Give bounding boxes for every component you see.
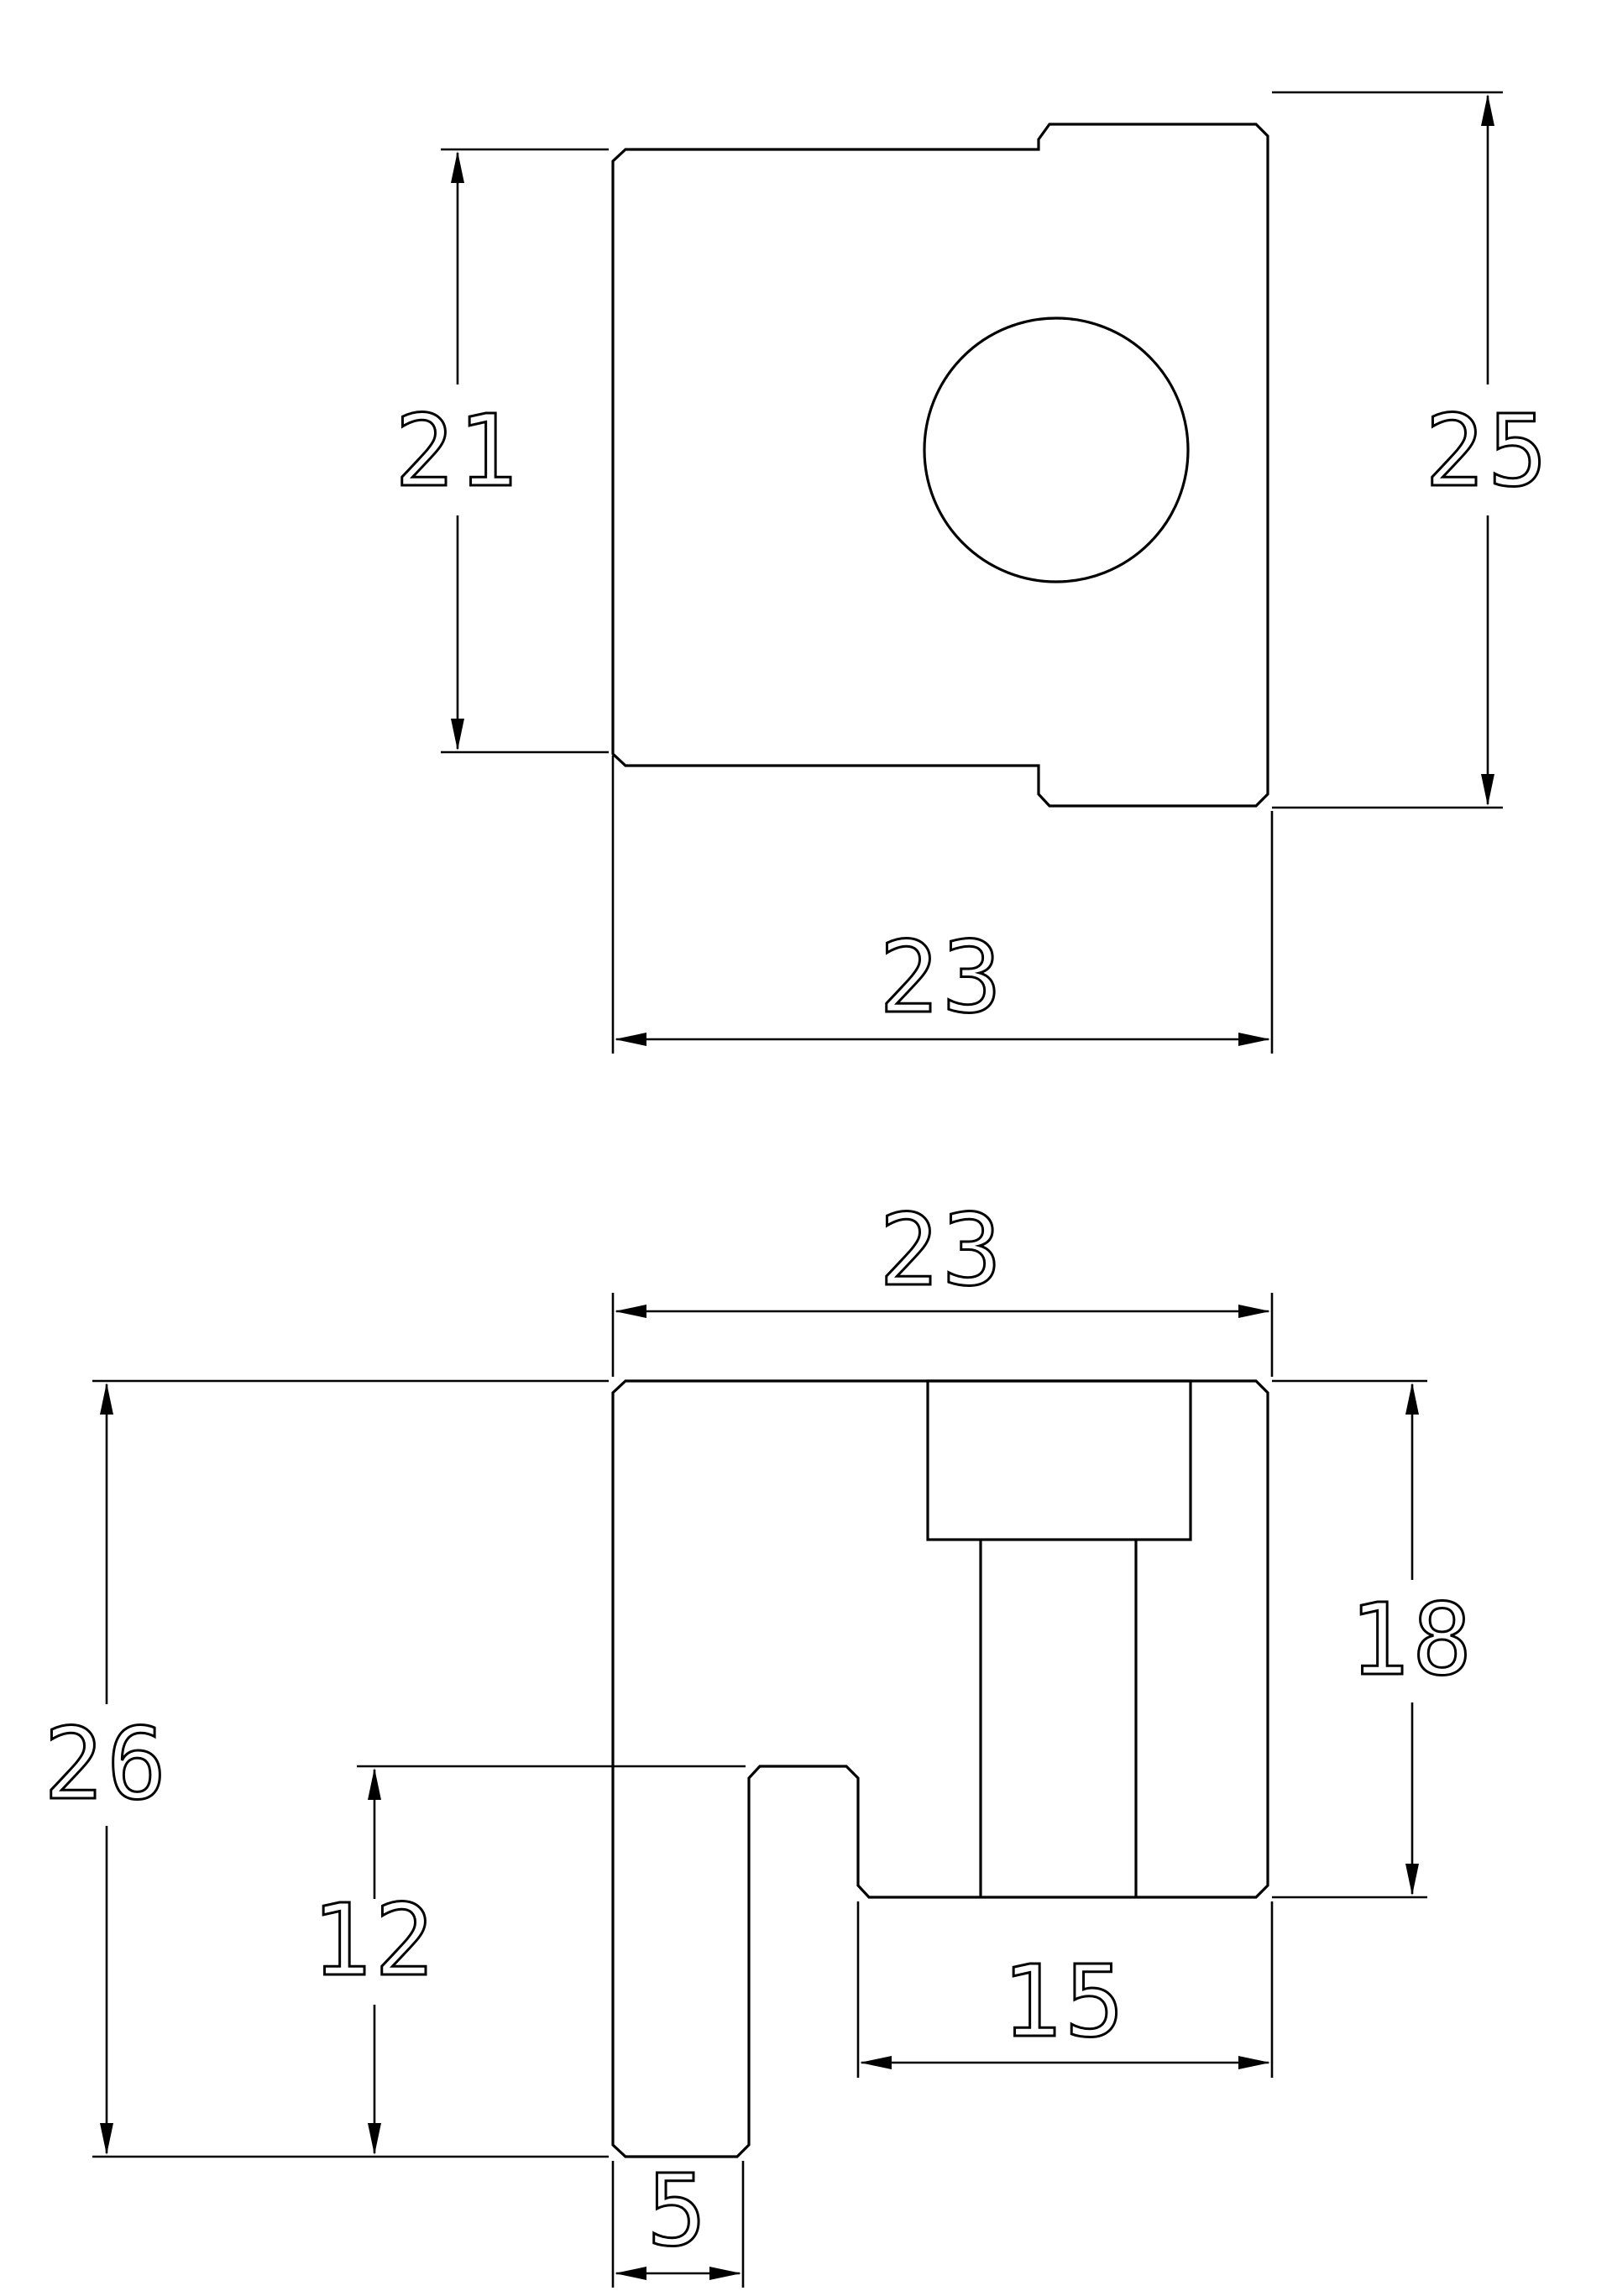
dim-text-18: 18 bbox=[1349, 1582, 1475, 1697]
dim-text-5: 5 bbox=[646, 2152, 709, 2268]
dim-text-15: 15 bbox=[1002, 1943, 1128, 2059]
dim-text-23-front: 23 bbox=[879, 1192, 1005, 1308]
dim-text-23-top: 23 bbox=[879, 919, 1005, 1035]
dimension-15: 15 bbox=[856, 1901, 1274, 2078]
counterbore bbox=[926, 1379, 1192, 1541]
dim-text-25: 25 bbox=[1425, 393, 1551, 509]
dimension-18: 18 bbox=[1272, 1379, 1475, 1899]
dim-text-21: 21 bbox=[395, 393, 521, 509]
dimension-25: 25 bbox=[1272, 91, 1551, 809]
dimension-12: 12 bbox=[310, 1765, 746, 2155]
bore-hole bbox=[923, 316, 1190, 583]
front-view: 23 26 18 12 bbox=[42, 1191, 1475, 2288]
dim-text-12: 12 bbox=[311, 1882, 437, 1998]
dimension-5: 5 bbox=[611, 2152, 745, 2288]
front-view-outline bbox=[611, 1379, 1269, 2158]
dimension-23-top: 23 bbox=[611, 756, 1274, 1054]
dimension-23-front: 23 bbox=[611, 1191, 1274, 1377]
dim-text-26: 26 bbox=[44, 1706, 170, 1822]
dimension-26: 26 bbox=[42, 1379, 609, 2158]
dimension-21: 21 bbox=[393, 148, 609, 754]
top-view: 21 25 23 bbox=[393, 91, 1551, 1054]
top-view-outline bbox=[611, 123, 1269, 808]
